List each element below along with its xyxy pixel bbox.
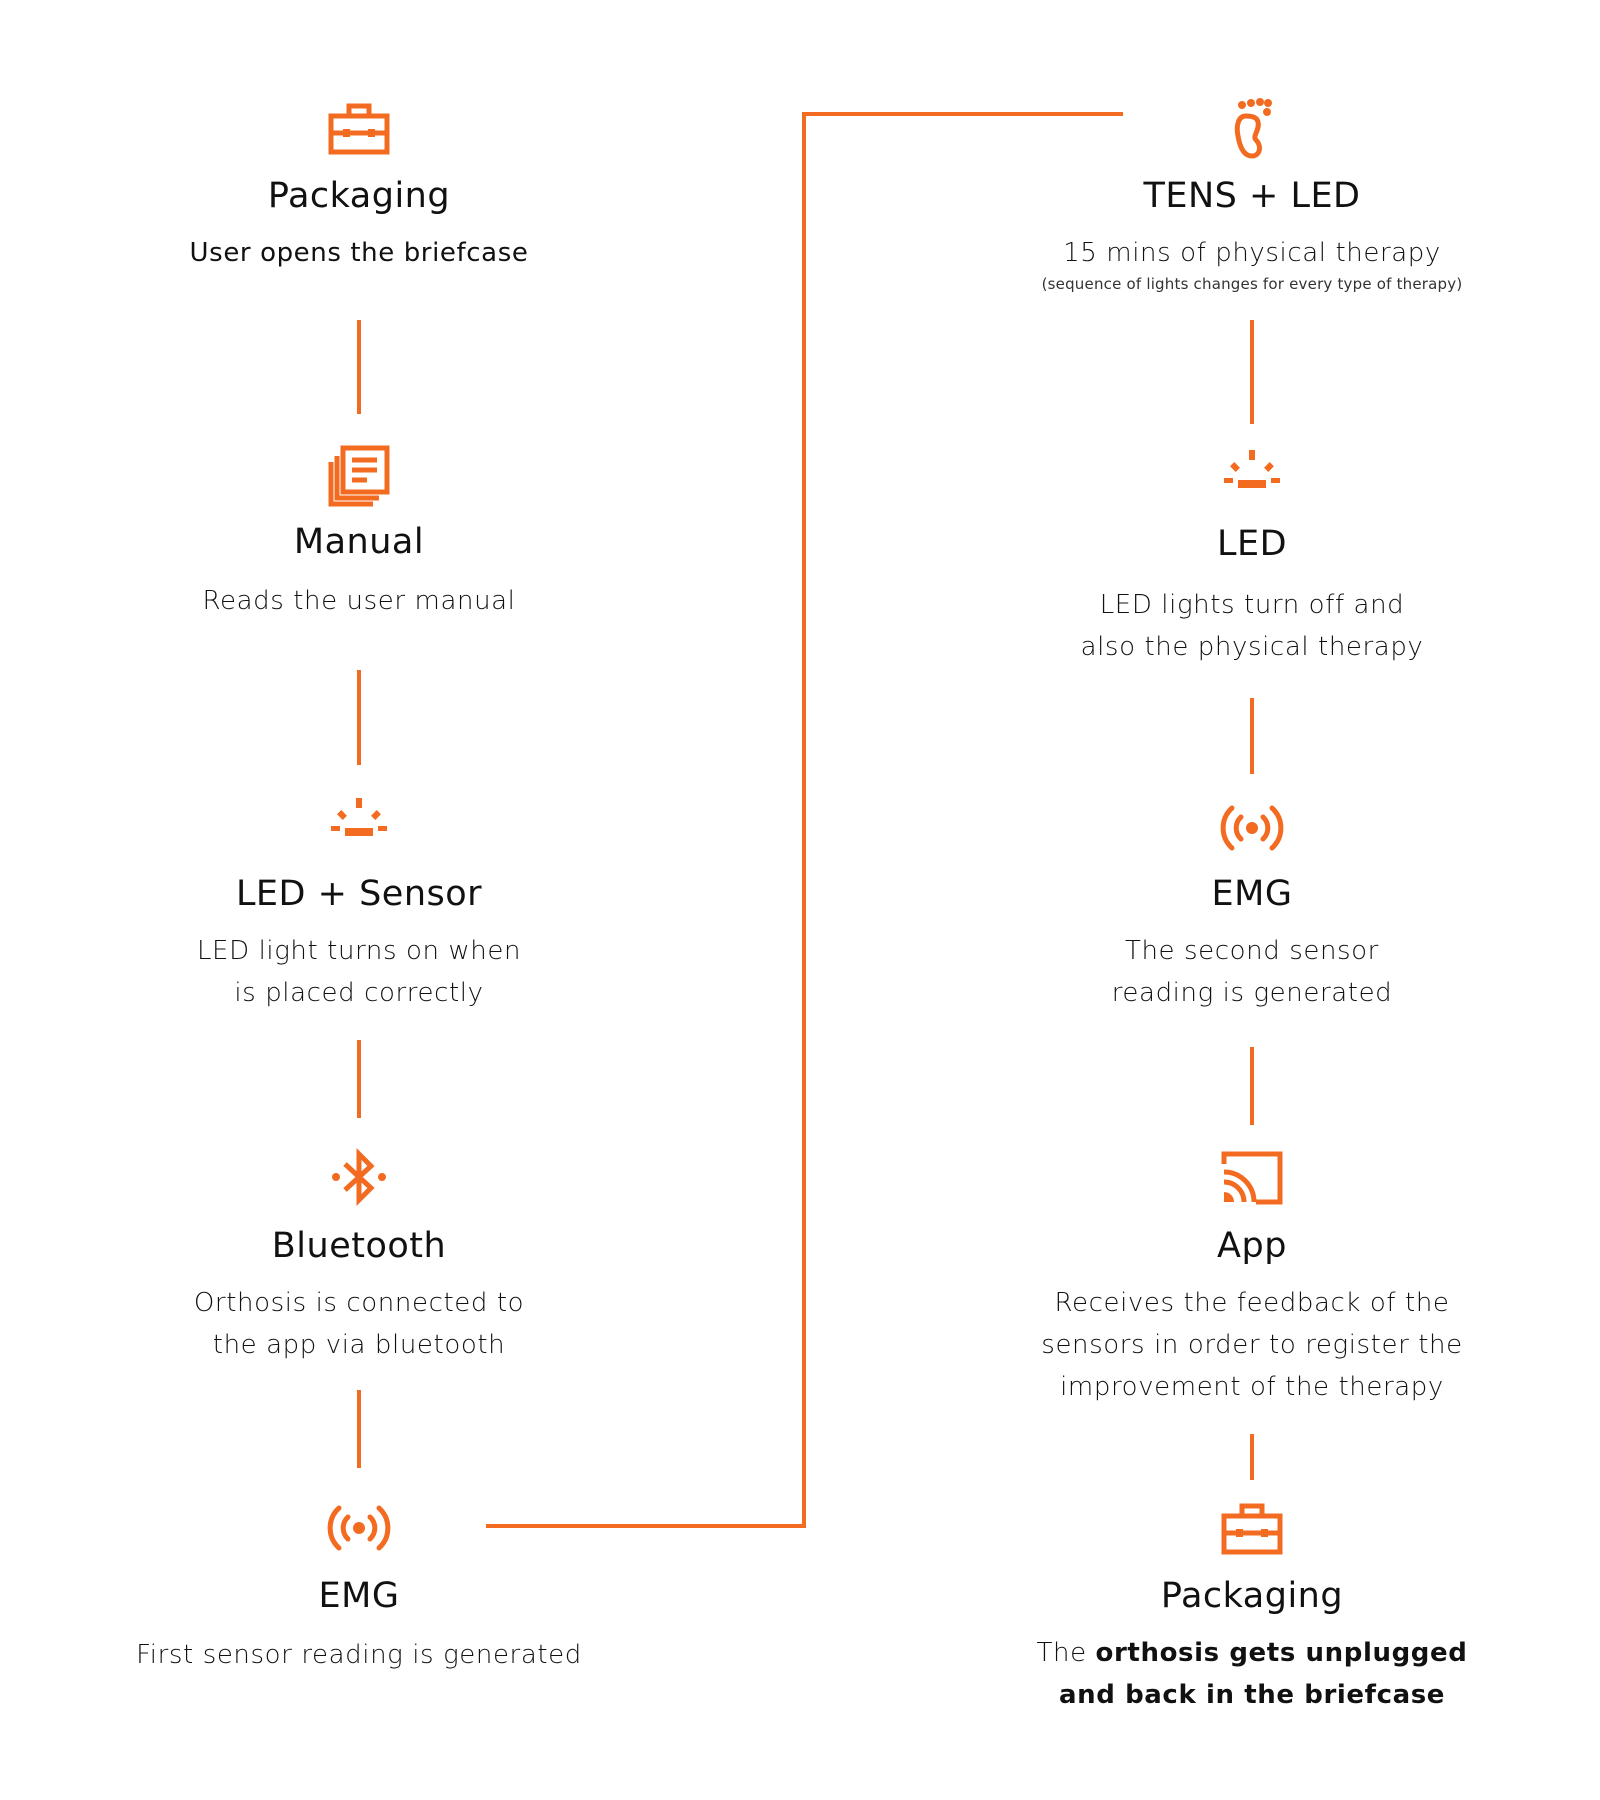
step-description: Reads the user manual — [202, 586, 516, 616]
step-description-line-1: The orthosis gets unplugged — [972, 1632, 1532, 1674]
step-app: App Receives the feedback of the sensors… — [972, 1146, 1532, 1408]
step-title: Packaging — [1160, 1576, 1344, 1616]
step-description-line-2: reading is generated — [1111, 978, 1393, 1008]
step-packaging-start: Packaging User opens the briefcase — [79, 96, 639, 274]
step-description-line-1: The second sensor — [1125, 936, 1379, 966]
step-description: 15 mins of physical therapy — [1063, 238, 1441, 268]
step-manual: Manual Reads the user manual — [79, 444, 639, 622]
step-description-line-2: sensors in order to register the — [1041, 1330, 1463, 1360]
step-emg-first: EMG First sensor reading is generated — [79, 1496, 639, 1676]
step-description-line-2: also the physical therapy — [1080, 632, 1424, 662]
step-description-line-2: and back in the briefcase — [972, 1674, 1532, 1716]
step-led-sensor: LED + Sensor LED light turns on when is … — [79, 794, 639, 1014]
step-title: EMG — [318, 1576, 400, 1616]
step-description: First sensor reading is generated — [136, 1640, 582, 1670]
step-description-line-2: is placed correctly — [234, 978, 484, 1008]
step-description-line-1: Receives the feedback of the — [1054, 1288, 1450, 1318]
desc-plain-text: The — [1036, 1638, 1096, 1668]
led-light-icon — [1224, 450, 1280, 488]
desc-bold-text: and back in the briefcase — [1058, 1680, 1446, 1710]
foot-icon — [1234, 98, 1272, 159]
step-bluetooth: Bluetooth Orthosis is connected to the a… — [79, 1146, 639, 1366]
connector-column-bridge — [486, 112, 1123, 1528]
bluetooth-icon — [332, 1147, 386, 1207]
step-note: (sequence of lights changes for every ty… — [1041, 275, 1463, 293]
step-description-line-1: Orthosis is connected to — [193, 1288, 525, 1318]
step-title: Manual — [293, 522, 425, 562]
emg-signal-icon — [327, 1505, 391, 1551]
briefcase-icon — [328, 103, 390, 155]
step-led-off: LED LED lights turn off and also the phy… — [972, 446, 1532, 668]
step-title: LED — [1216, 524, 1288, 564]
step-title: Bluetooth — [271, 1226, 447, 1266]
step-title: Packaging — [267, 176, 451, 216]
step-title: LED + Sensor — [235, 874, 483, 914]
step-description: User opens the briefcase — [189, 238, 529, 268]
desc-bold-text: orthosis gets unplugged — [1095, 1638, 1468, 1668]
step-packaging-end: Packaging The orthosis gets unplugged an… — [972, 1496, 1532, 1716]
step-tens-led: TENS + LED 15 mins of physical therapy (… — [972, 96, 1532, 294]
step-title: App — [1217, 1226, 1287, 1266]
led-light-icon — [331, 798, 387, 836]
step-description-line-1: LED lights turn off and — [1099, 590, 1405, 620]
manual-icon — [328, 445, 390, 507]
step-description-line-3: improvement of the therapy — [1060, 1372, 1444, 1402]
step-title: EMG — [1211, 874, 1293, 914]
cast-app-icon — [1221, 1151, 1283, 1205]
step-title: TENS + LED — [1143, 176, 1361, 216]
step-description-line-2: the app via bluetooth — [212, 1330, 506, 1360]
briefcase-icon — [1221, 1503, 1283, 1555]
emg-signal-icon — [1220, 805, 1284, 851]
step-description-line-1: LED light turns on when — [196, 936, 522, 966]
step-emg-second: EMG The second sensor reading is generat… — [972, 796, 1532, 1014]
